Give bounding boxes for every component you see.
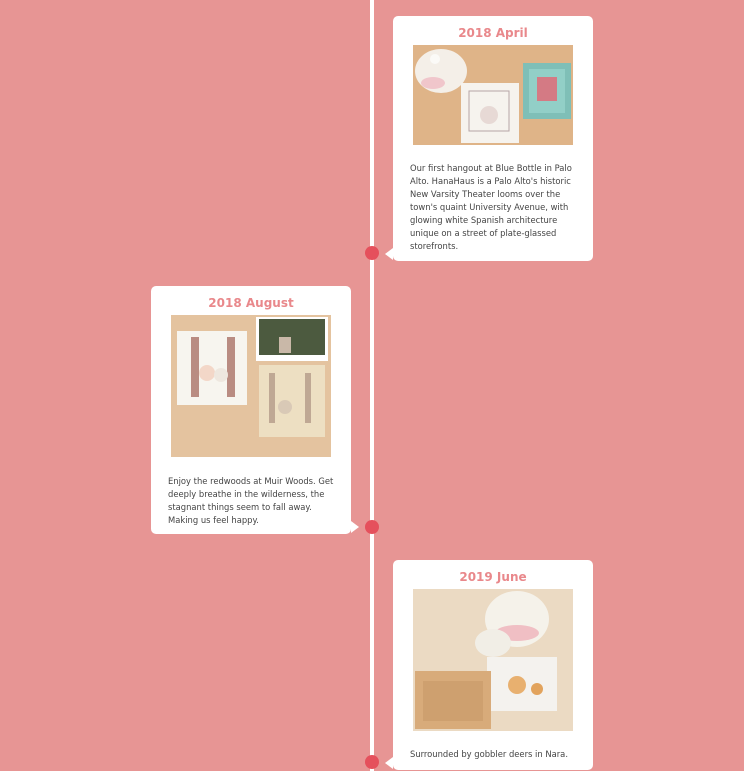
card-pointer	[351, 521, 359, 533]
entry-date: 2018 August	[208, 296, 294, 310]
entry-photo	[413, 45, 573, 145]
entry-date: 2018 April	[458, 26, 528, 40]
timeline-card-2019-june: 2019 June Surrounded by gobbler deers in…	[385, 560, 593, 770]
timeline-card-2018-august: 2018 August Enjoy the redwoods at Muir W…	[151, 286, 359, 534]
timeline-dot	[365, 755, 379, 769]
entry-photo	[171, 315, 331, 457]
card-pointer	[385, 757, 393, 769]
entry-text: Enjoy the redwoods at Muir Woods. Get de…	[168, 476, 334, 525]
entry-text: Our first hangout at Blue Bottle in Palo…	[410, 163, 572, 251]
timeline-line	[370, 0, 374, 771]
timeline-card-2018-april: 2018 April Our first hangout at Blue Bot…	[385, 16, 593, 261]
card-pointer	[385, 248, 393, 260]
timeline-dot	[365, 246, 379, 260]
timeline-dot	[365, 520, 379, 534]
entry-photo	[413, 589, 573, 731]
entry-text: Surrounded by gobbler deers in Nara.	[410, 749, 568, 759]
entry-date: 2019 June	[459, 570, 527, 584]
